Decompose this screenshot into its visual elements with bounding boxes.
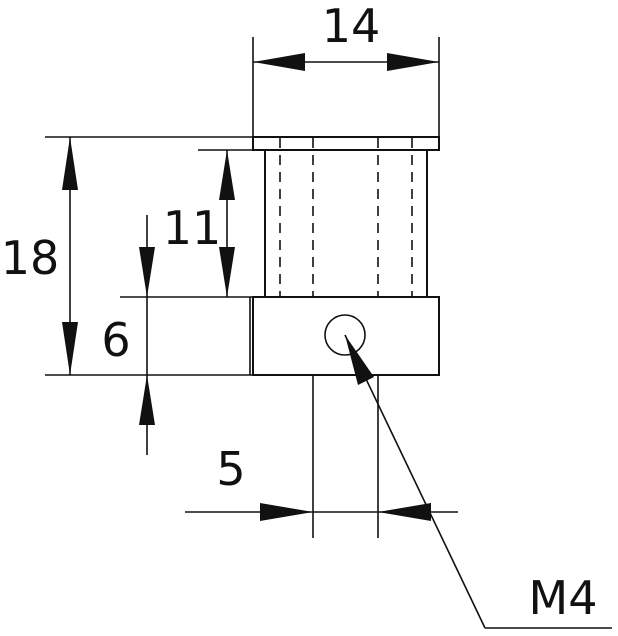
hidden-lines	[279, 138, 413, 297]
pulley-outline	[252, 136, 440, 376]
arrow-14-left	[253, 53, 305, 71]
dimension-labels: 14 18 11 6 5 M4	[1, 0, 598, 625]
label-18: 18	[1, 231, 60, 285]
label-5: 5	[216, 442, 245, 496]
arrow-11-top	[219, 150, 235, 200]
arrow-18-bottom	[62, 322, 78, 375]
m4-leader	[344, 334, 486, 629]
arrow-11-bottom	[219, 247, 235, 297]
arrow-m4	[345, 335, 374, 385]
label-m4: M4	[529, 571, 598, 625]
arrow-14-right	[387, 53, 439, 71]
extension-lines	[45, 37, 440, 538]
label-11: 11	[163, 201, 222, 255]
top-flange	[252, 136, 440, 151]
arrow-6-bottom	[139, 375, 155, 425]
label-14: 14	[322, 0, 381, 53]
arrow-5-right	[378, 503, 431, 521]
set-screw-hole	[324, 314, 366, 356]
arrow-6-top	[139, 247, 155, 297]
arrow-5-left	[260, 503, 313, 521]
hub	[252, 296, 440, 376]
dimension-lines	[62, 53, 612, 629]
label-6: 6	[101, 313, 130, 367]
arrow-18-top	[62, 137, 78, 190]
